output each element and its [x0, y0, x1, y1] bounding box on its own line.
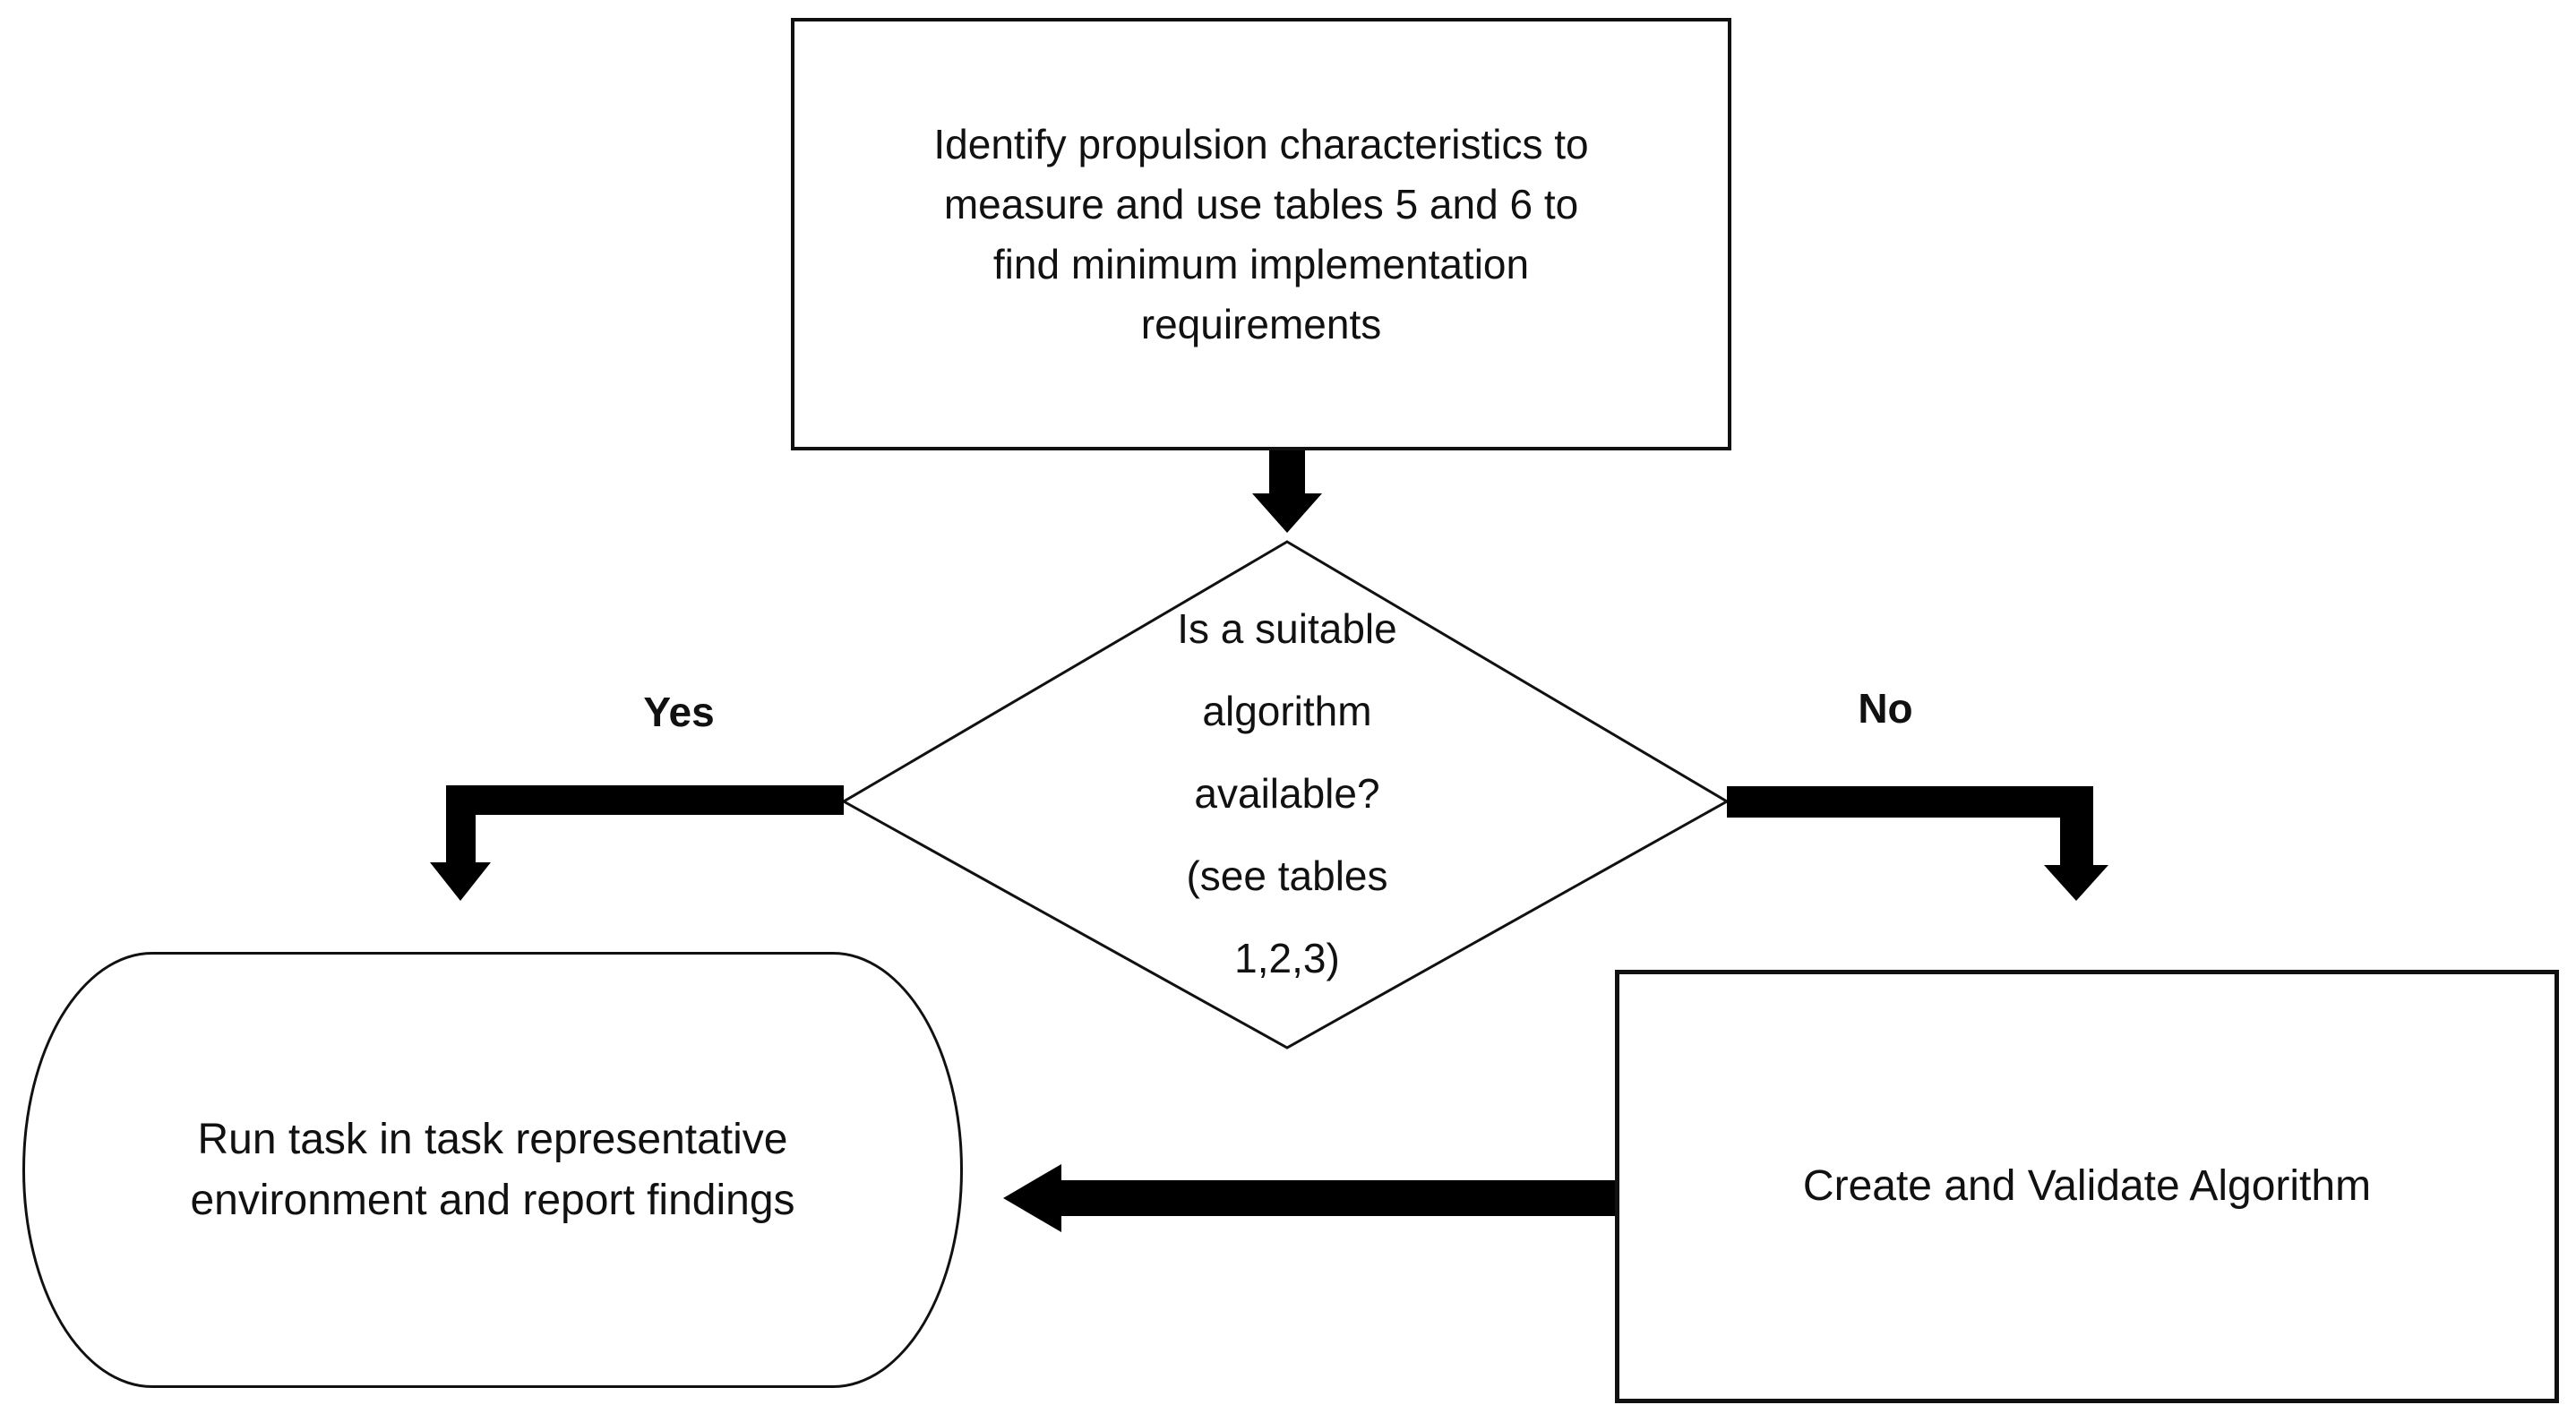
yes-branch-label: Yes	[643, 689, 715, 735]
run-task-text-line: Run task in task representative	[197, 1115, 788, 1163]
no-branch-label: No	[1858, 685, 1913, 732]
decision-text-line: algorithm	[1202, 688, 1372, 734]
start-step-box: Identify propulsion characteristics to m…	[791, 18, 1731, 450]
decision-text-line: available?	[1194, 770, 1380, 817]
arrow-yes-to-terminal	[430, 785, 844, 901]
decision-diamond-shape	[840, 540, 1730, 1049]
start-step-text-line: Identify propulsion characteristics to	[933, 120, 1589, 167]
arrow-start-to-decision	[1252, 450, 1322, 533]
decision-text-line: (see tables	[1186, 852, 1388, 899]
start-step-text-line: requirements	[1140, 300, 1382, 347]
start-step-text-line: measure and use tables 5 and 6 to	[943, 180, 1579, 227]
run-task-terminal-box: Run task in task representative environm…	[22, 952, 963, 1388]
start-step-text-line: find minimum implementation	[992, 240, 1530, 287]
decision-text-line: 1,2,3)	[1234, 935, 1340, 981]
create-algorithm-process-box: Create and Validate Algorithm	[1615, 970, 2559, 1403]
arrow-process-to-terminal	[1003, 1164, 1615, 1232]
create-algorithm-text-line: Create and Validate Algorithm	[1802, 1162, 2372, 1210]
arrow-no-to-process	[1727, 786, 2108, 901]
run-task-text-line: environment and report findings	[190, 1176, 795, 1224]
decision-text-line: Is a suitable	[1177, 605, 1397, 652]
decision-diamond-label: Is a suitable algorithm available? (see …	[1018, 587, 1556, 999]
